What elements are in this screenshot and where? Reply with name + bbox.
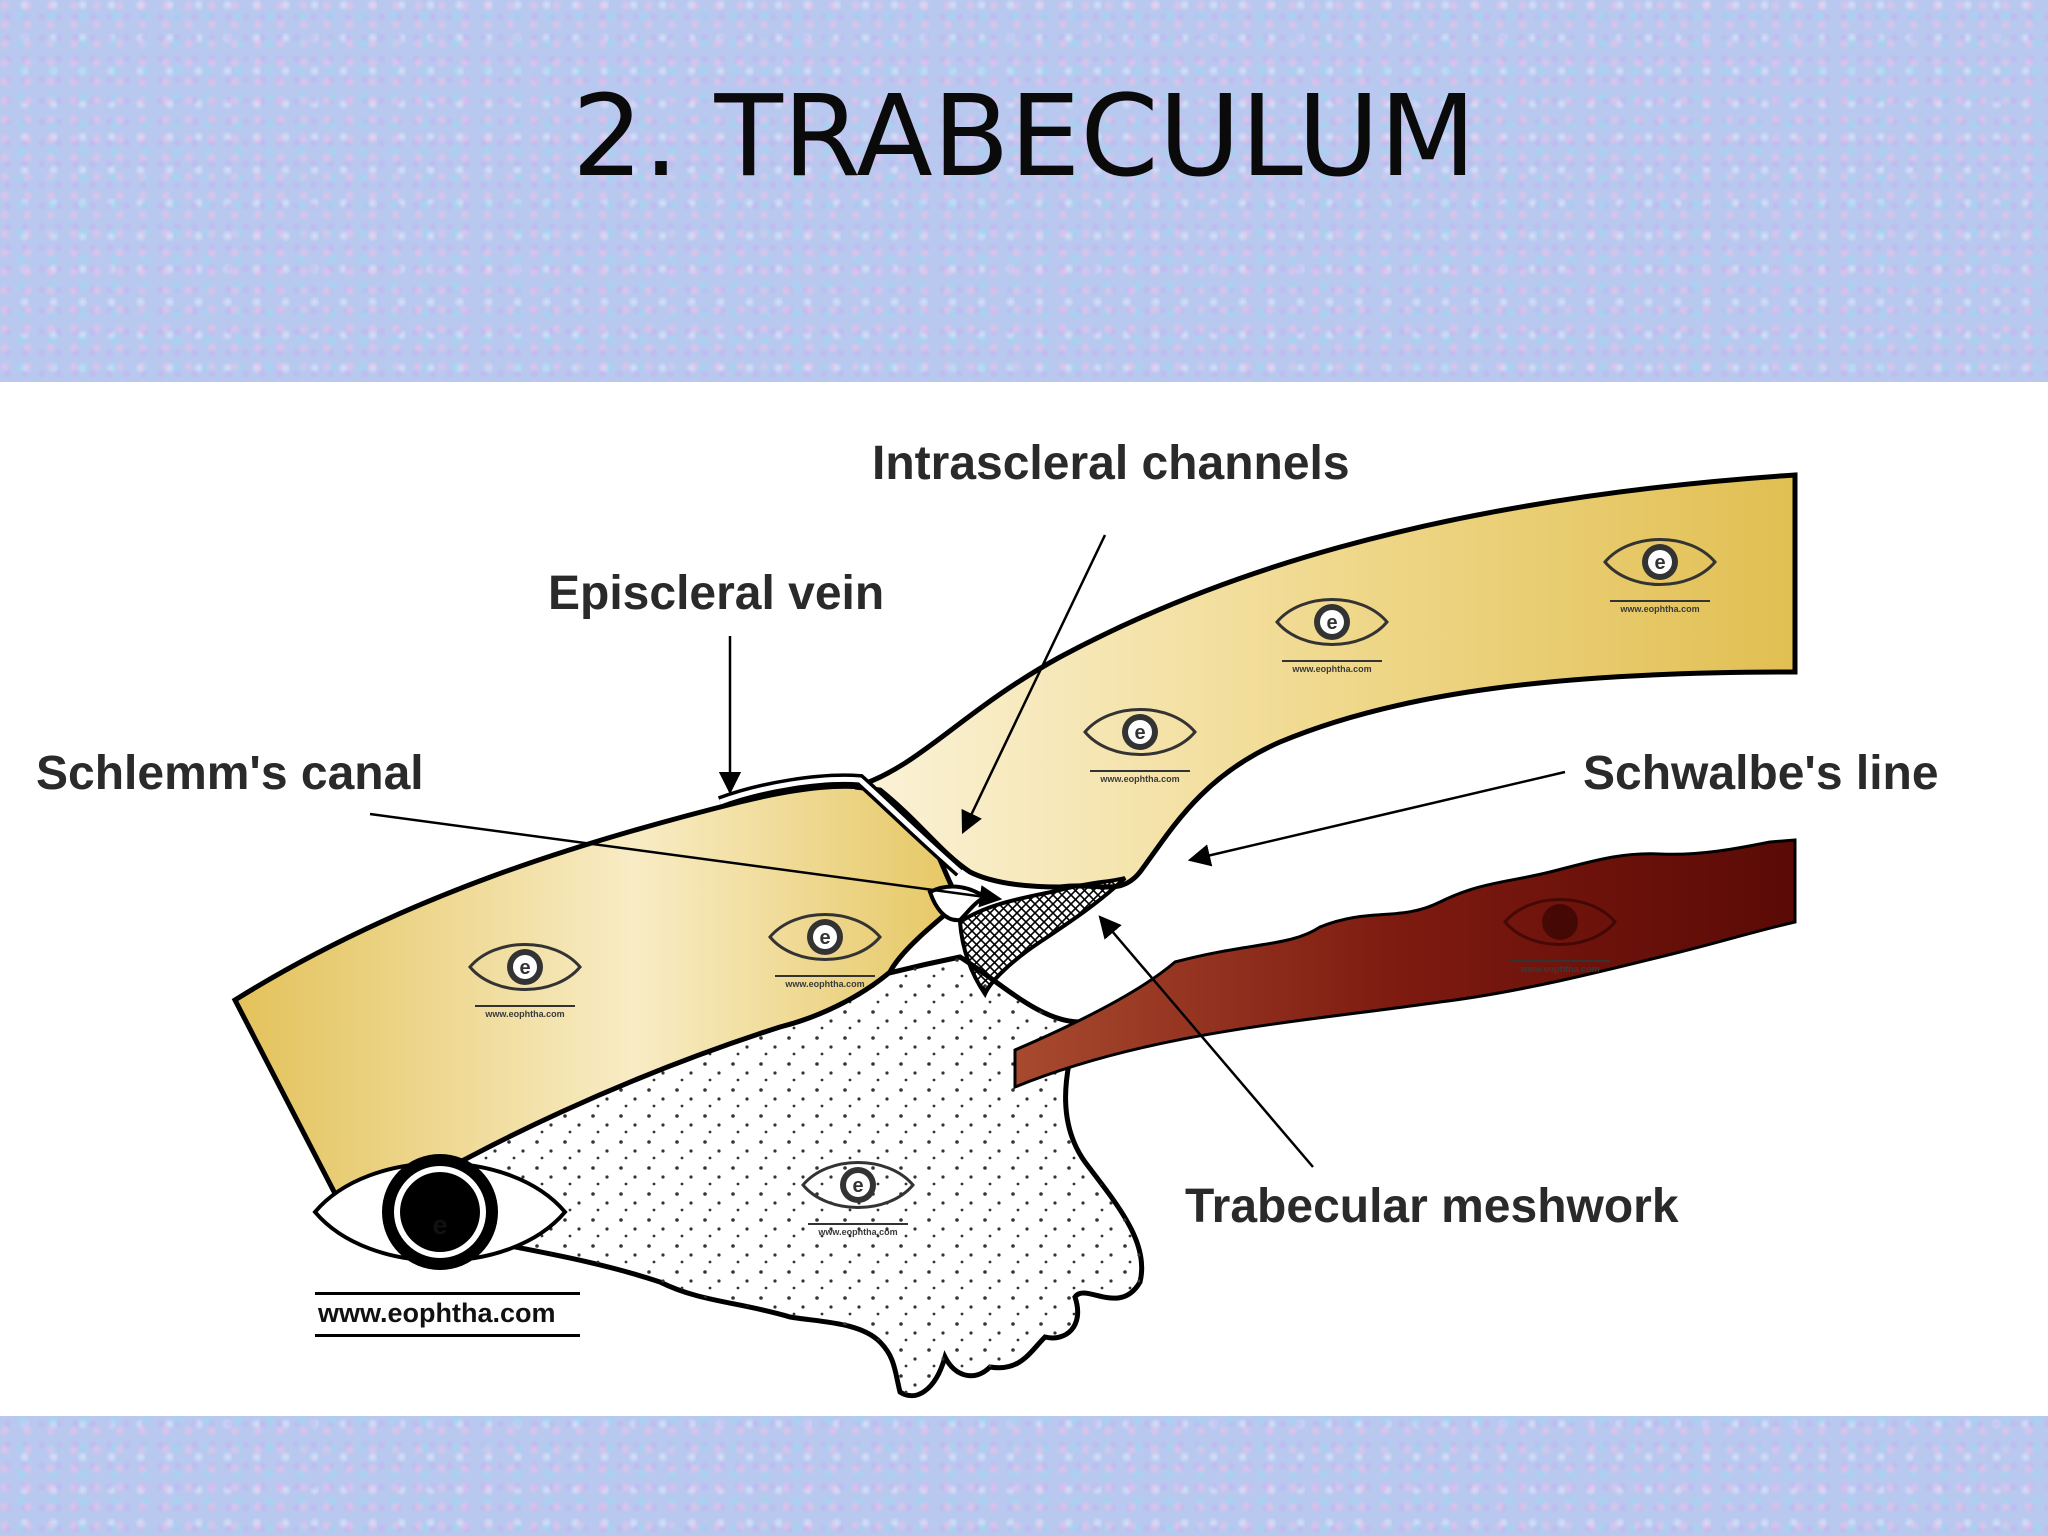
watermark-eye-icon: e www.eophtha.com — [1083, 708, 1197, 784]
svg-text:www.eophtha.com: www.eophtha.com — [484, 1009, 564, 1019]
watermark-eye-icon: www.eophtha.com — [1503, 898, 1617, 974]
arrow-intrascleral — [961, 534, 1107, 835]
eophtha-logo: e www.eophtha.com — [312, 1154, 580, 1337]
arrow-schwalbe — [1187, 770, 1566, 867]
svg-text:e: e — [432, 1210, 447, 1240]
iris — [1013, 838, 1797, 1090]
arrow-trabecular — [1098, 915, 1314, 1168]
label-schwalbes-line: Schwalbe's line — [1583, 747, 1939, 800]
watermark-eye-icon: e www.eophtha.com — [1603, 538, 1717, 614]
diagram-panel: e www.eophtha.com e www.eophtha.com e ww… — [0, 382, 2048, 1416]
svg-text:e: e — [1654, 552, 1665, 574]
slide-title: 2. TRABECULUM — [572, 72, 1476, 202]
svg-text:e: e — [1134, 722, 1145, 744]
watermark-eye-icon: e www.eophtha.com — [768, 913, 882, 989]
svg-text:www.eophtha.com: www.eophtha.com — [1099, 774, 1179, 784]
label-trabecular-meshwork: Trabecular meshwork — [1185, 1180, 1679, 1233]
cornea — [854, 472, 1798, 890]
label-episcleral-vein: Episcleral vein — [548, 567, 884, 620]
ciliary-body-dots — [365, 957, 1142, 1396]
svg-text:e: e — [852, 1175, 863, 1197]
svg-text:www.eophtha.com: www.eophtha.com — [784, 979, 864, 989]
watermark-eye-icon: e www.eophtha.com — [801, 1161, 915, 1237]
watermark-eye-icon: e www.eophtha.com — [1275, 598, 1389, 674]
svg-text:e: e — [819, 927, 830, 949]
arrow-schlemm — [369, 812, 1003, 908]
svg-text:www.eophtha.com: www.eophtha.com — [817, 1227, 897, 1237]
svg-text:www.eophtha.com: www.eophtha.com — [317, 1298, 556, 1328]
anatomy-diagram: e www.eophtha.com e www.eophtha.com e ww… — [36, 437, 1939, 1399]
svg-text:e: e — [1326, 612, 1337, 634]
svg-text:www.eophtha.com: www.eophtha.com — [1619, 604, 1699, 614]
svg-text:www.eophtha.com: www.eophtha.com — [1519, 964, 1599, 974]
svg-text:www.eophtha.com: www.eophtha.com — [1291, 664, 1371, 674]
svg-text:e: e — [519, 957, 530, 979]
label-intrascleral-channels: Intrascleral channels — [872, 437, 1350, 490]
watermark-eye-icon: e www.eophtha.com — [468, 943, 582, 1019]
label-schlemms-canal: Schlemm's canal — [36, 747, 424, 800]
